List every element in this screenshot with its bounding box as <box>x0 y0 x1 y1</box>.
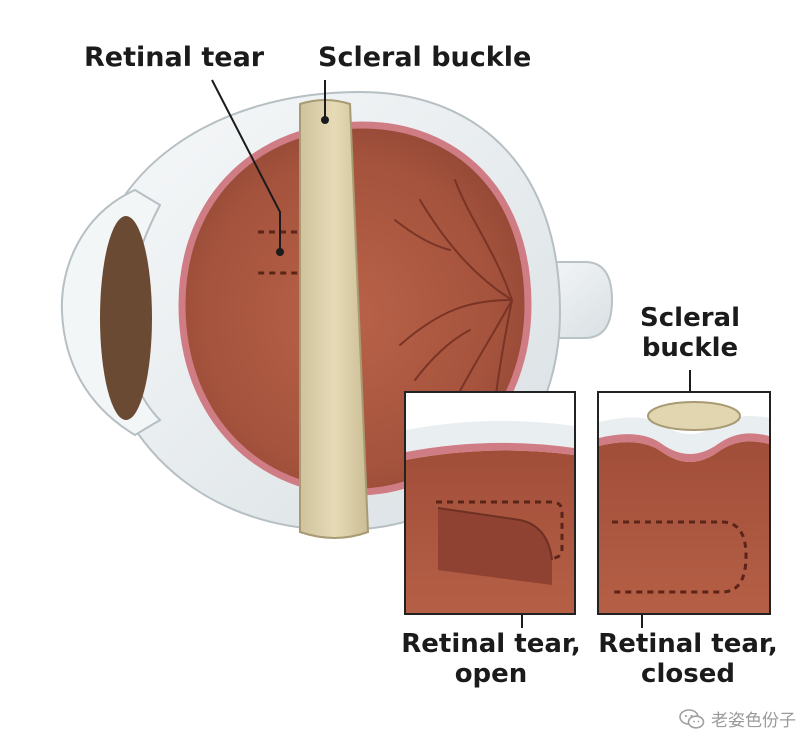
scleral-buckle-inset-line1: Scleral <box>640 303 740 333</box>
retinal-tear-open-line2: open <box>454 658 528 689</box>
retinal-tear-closed-label: Retinal tear, closed <box>592 629 784 690</box>
scleral-buckle-band <box>299 99 370 539</box>
retinal-tear-open-label: Retinal tear, open <box>396 629 586 690</box>
blood-vessels <box>394 179 513 441</box>
watermark: 老姿色份子 <box>679 706 796 731</box>
inset-tear-open <box>404 391 576 615</box>
retinal-tear-open-line1: Retinal tear, <box>401 629 581 659</box>
scleral-buckle-label: Scleral buckle <box>318 42 532 73</box>
watermark-text: 老姿色份子 <box>711 711 796 731</box>
retinal-tear-label: Retinal tear <box>84 42 265 73</box>
inset-tear-closed <box>597 391 771 615</box>
retinal-tear-closed-line1: Retinal tear, <box>598 629 778 659</box>
retinal-tear-closed-line2: closed <box>641 658 735 689</box>
scleral-buckle-inset-label: Scleral buckle <box>630 303 750 364</box>
scleral-buckle-inset-line2: buckle <box>641 332 739 363</box>
pupil <box>100 216 152 420</box>
wechat-icon <box>679 708 705 729</box>
